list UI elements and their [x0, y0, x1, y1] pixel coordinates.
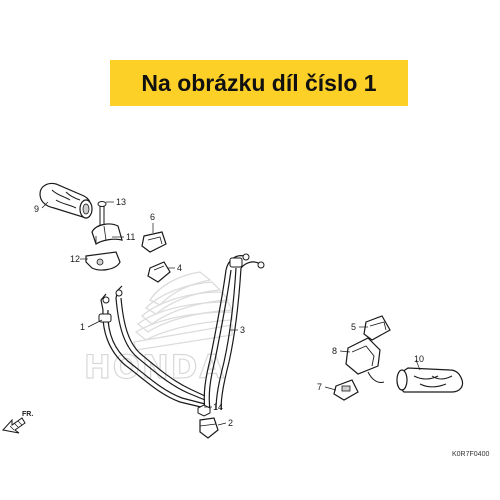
callout-1: 1: [80, 322, 85, 332]
honda-watermark: HONDA: [83, 271, 234, 387]
cable-guide-slot: [153, 265, 165, 271]
screw-head: [97, 201, 107, 207]
right-grip: [396, 367, 464, 393]
throttle-housing-lower-hole: [96, 258, 104, 266]
callout-11: 11: [126, 232, 135, 242]
bolt-head: [197, 404, 211, 417]
cable-guide-body: [147, 261, 171, 283]
callout-2: 2: [228, 418, 233, 428]
callout-6: 6: [150, 212, 155, 222]
cable-guide: [147, 261, 171, 283]
screw: [97, 201, 107, 228]
banner-background-rect: [110, 60, 408, 106]
choke-cable-end-2: [257, 261, 265, 269]
callout-10: 10: [414, 354, 424, 364]
fr-arrow-hatch: [9, 420, 23, 431]
callout-3: 3: [240, 325, 245, 335]
leader-8: [339, 350, 351, 353]
diagram-code: K0R7F0400: [452, 451, 490, 458]
left-grip: [39, 182, 93, 219]
callout-8: 8: [332, 346, 337, 356]
throttle-housing-upper-body: [91, 223, 123, 245]
bolt: [197, 404, 211, 417]
fr-arrow-icon: [2, 417, 26, 434]
switch-assembly: [345, 337, 385, 383]
front-direction-indicator: FR.: [2, 411, 33, 434]
throttle-cable-end-2: [115, 289, 123, 297]
leader-10: [415, 359, 421, 371]
throttle-housing-upper-lip: [95, 225, 107, 244]
choke-cable-ends: [229, 253, 265, 269]
screw-shaft: [99, 204, 105, 228]
leader-2: [217, 422, 227, 426]
cable-end-fittings: [98, 289, 123, 323]
switch-clip: [141, 231, 167, 253]
choke-cable-end-1: [242, 253, 250, 261]
callout-labels: 1 2 3 4 5 6 7 8 9 10 11 12 13 14: [34, 197, 424, 428]
callout-4: 4: [177, 263, 182, 273]
leader-lines: [41, 201, 421, 426]
switch-assembly-bracket: [351, 345, 375, 367]
choke-cable: [203, 255, 261, 411]
callout-12: 12: [70, 254, 80, 264]
throttle-housing-upper: [91, 223, 123, 245]
honda-watermark-text: HONDA: [84, 348, 226, 386]
choke-cable-adjuster: [229, 257, 243, 268]
switch-housing-upper-detail: [369, 321, 387, 331]
switch-housing-upper: [363, 315, 391, 341]
leader-1: [87, 319, 103, 328]
right-grip-pattern: [413, 375, 453, 388]
switch-clip-inner: [147, 236, 163, 245]
switch-housing-upper-body: [363, 315, 391, 341]
cable-clamp-body: [199, 417, 219, 439]
callout-9: 9: [34, 204, 39, 214]
title-banner: Na obrázku díl číslo 1: [110, 60, 408, 106]
cable-clamp: [199, 417, 219, 439]
callout-13: 13: [116, 197, 126, 207]
throttle-cable-end-1: [102, 296, 110, 304]
switch-assembly-body: [345, 337, 381, 375]
leader-9: [41, 201, 49, 209]
banner-title: Na obrázku díl číslo 1: [141, 69, 377, 96]
leader-7: [324, 386, 337, 391]
callout-14: 14: [213, 402, 223, 412]
callout-7: 7: [317, 382, 322, 392]
left-grip-pattern: [51, 189, 81, 209]
cable-clamp-edge: [199, 423, 217, 427]
callout-5: 5: [351, 322, 356, 332]
switch-assembly-wire: [367, 371, 385, 383]
switch-clip-body: [141, 231, 167, 253]
switch-housing-lower-button: [341, 385, 351, 392]
honda-wing-logo: [133, 271, 234, 351]
right-grip-end: [396, 369, 408, 391]
switch-housing-lower: [333, 379, 359, 401]
throttle-housing-lower: [85, 251, 121, 271]
banner-background: [110, 60, 408, 106]
left-grip-bore: [82, 203, 90, 215]
fr-label: FR.: [22, 411, 33, 418]
